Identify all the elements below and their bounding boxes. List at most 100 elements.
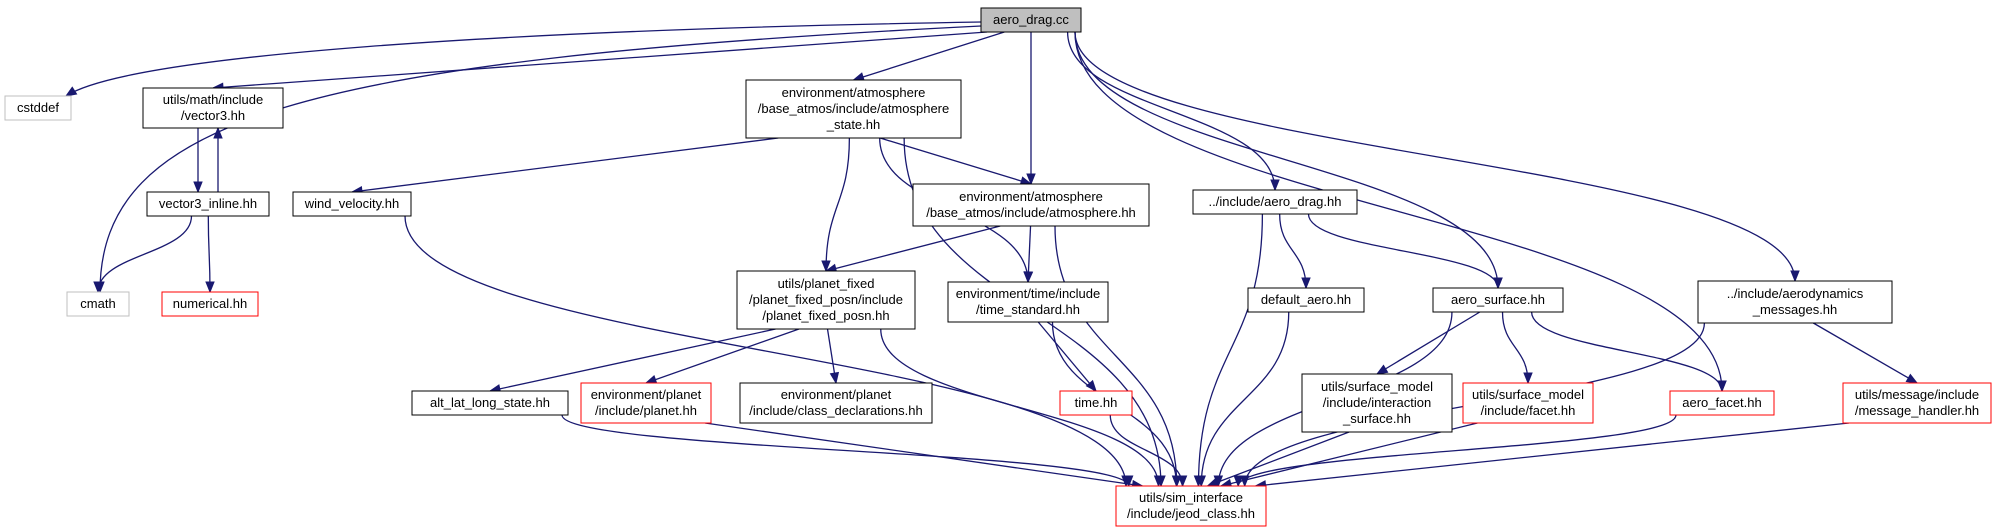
edge-aero_drag_hh-to-jeod_class: [1193, 213, 1264, 488]
edge-planet_fixed_posn-to-class_decl: [826, 328, 840, 385]
node-box: [912, 183, 1150, 227]
node-vector3_inline[interactable]: vector3_inline.hh: [146, 191, 270, 217]
edge-atmos_state-to-wind_velocity: [350, 137, 779, 196]
node-label-line: /include/facet.hh: [1481, 403, 1576, 418]
node-label-line: utils/surface_model: [1472, 387, 1584, 402]
arrow-head-icon: [64, 86, 78, 97]
edge-line: [65, 21, 982, 97]
edge-alt_lat_long-to-jeod_class: [561, 414, 1134, 488]
node-wind_velocity[interactable]: wind_velocity.hh: [292, 191, 412, 217]
edge-interaction_surface-to-jeod_class: [1206, 431, 1350, 487]
node-box: [1192, 189, 1358, 215]
edge-line: [853, 31, 1005, 81]
edge-planet_fixed_posn-to-planet_hh: [644, 328, 800, 384]
node-time_hh[interactable]: time.hh: [1059, 390, 1133, 416]
node-label-line: alt_lat_long_state.hh: [430, 395, 550, 410]
node-label-line: default_aero.hh: [1261, 292, 1351, 307]
edge-line: [561, 414, 1130, 487]
node-atmos_state[interactable]: environment/atmosphere/base_atmos/includ…: [745, 79, 962, 139]
edge-line: [1207, 431, 1350, 487]
node-label-line: vector3_inline.hh: [159, 196, 257, 211]
node-label-line: /planet_fixed_posn/include: [749, 292, 903, 307]
edge-vector3_hh-to-vector3_inline: [193, 128, 203, 194]
edge-line: [825, 225, 1001, 272]
node-box: [1115, 485, 1267, 527]
edge-line: [404, 215, 1127, 487]
edge-default_aero-to-jeod_class: [1196, 311, 1290, 488]
edge-line: [1074, 31, 1499, 289]
node-aero_facet[interactable]: aero_facet.hh: [1669, 390, 1775, 416]
node-box: [1669, 390, 1775, 416]
edge-aero_drag_hh-to-aero_surface: [1307, 213, 1503, 290]
node-aero_drag_hh[interactable]: ../include/aero_drag.hh: [1192, 189, 1358, 215]
node-aero_surface[interactable]: aero_surface.hh: [1432, 287, 1564, 313]
node-box: [292, 191, 412, 217]
edge-line: [99, 25, 982, 293]
node-label-line: /message_handler.hh: [1855, 403, 1979, 418]
node-alt_lat_long[interactable]: alt_lat_long_state.hh: [411, 390, 569, 416]
edge-line: [1501, 311, 1529, 384]
arrow-head-icon: [1523, 372, 1533, 385]
edge-aero_drag_hh-to-default_aero: [1279, 213, 1311, 290]
edge-aero_drag_cc-to-cstddef: [64, 21, 982, 97]
edge-line: [1074, 31, 1723, 392]
edge-aero_surface-to-aero_facet: [1530, 311, 1727, 393]
edge-line: [1197, 213, 1264, 487]
node-vector3_hh[interactable]: utils/math/include/vector3.hh: [142, 87, 284, 129]
node-label-line: time.hh: [1075, 395, 1118, 410]
edge-facet_hh-to-jeod_class: [1219, 422, 1478, 489]
arrow-head-icon: [829, 371, 840, 385]
node-message_handler[interactable]: utils/message/include/message_handler.hh: [1842, 382, 1992, 424]
edge-line: [1054, 225, 1178, 487]
edge-line: [1255, 422, 1850, 487]
arrow-head-icon: [1171, 475, 1182, 488]
edge-aero_drag_cc-to-aero_surface: [1074, 31, 1503, 290]
node-box: [4, 95, 72, 121]
arrow-head-icon: [644, 375, 658, 384]
node-box: [1462, 382, 1594, 424]
node-label-line: aero_surface.hh: [1451, 292, 1545, 307]
node-planet_hh[interactable]: environment/planet/include/planet.hh: [580, 382, 712, 424]
arrow-head-icon: [1375, 364, 1389, 375]
edge-atmos_state-to-atmosphere_hh: [879, 137, 1033, 186]
node-aero_drag_cc[interactable]: aero_drag.cc: [980, 7, 1082, 33]
edge-line: [645, 328, 800, 384]
node-cmath: cmath: [66, 291, 130, 317]
node-atmosphere_hh[interactable]: environment/atmosphere/base_atmos/includ…: [912, 183, 1150, 227]
arrow-head-icon: [1026, 173, 1036, 186]
edge-line: [1200, 311, 1290, 487]
node-facet_hh[interactable]: utils/surface_model/include/facet.hh: [1462, 382, 1594, 424]
node-label-line: cstddef: [17, 100, 59, 115]
node-box: [411, 390, 569, 416]
node-box: [736, 270, 916, 330]
edge-line: [1530, 311, 1723, 392]
arrow-head-icon: [213, 126, 223, 139]
node-box: [1842, 382, 1992, 424]
arrow-head-icon: [193, 181, 203, 194]
node-box: [739, 382, 933, 424]
edge-line: [1109, 414, 1184, 487]
arrow-head-icon: [821, 260, 831, 273]
edge-time_standard-to-time_hh: [1037, 321, 1097, 393]
node-jeod_class[interactable]: utils/sim_interface/include/jeod_class.h…: [1115, 485, 1267, 527]
edge-aero_drag_cc-to-aero_msgs: [1074, 31, 1800, 283]
node-time_standard[interactable]: environment/time/include/time_standard.h…: [947, 281, 1109, 323]
node-label-line: /include/class_declarations.hh: [749, 403, 922, 418]
node-label-line: environment/planet: [591, 387, 702, 402]
node-class_decl[interactable]: environment/planet/include/class_declara…: [739, 382, 933, 424]
node-default_aero[interactable]: default_aero.hh: [1247, 287, 1365, 313]
edge-aero_drag_cc-to-aero_facet: [1074, 31, 1727, 393]
node-planet_fixed_posn[interactable]: utils/planet_fixed/planet_fixed_posn/inc…: [736, 270, 916, 330]
node-label-line: ../include/aerodynamics: [1727, 286, 1864, 301]
edge-line: [1237, 414, 1677, 487]
edge-aero_drag_cc-to-atmosphere_hh: [1026, 32, 1036, 186]
node-aero_msgs[interactable]: ../include/aerodynamics_messages.hh: [1697, 280, 1893, 324]
edge-aero_surface-to-facet_hh: [1501, 311, 1533, 385]
node-numerical[interactable]: numerical.hh: [161, 291, 259, 317]
node-label-line: wind_velocity.hh: [304, 196, 399, 211]
edge-atmosphere_hh-to-time_standard: [1023, 225, 1034, 284]
node-interaction_surface[interactable]: utils/surface_model/include/interaction_…: [1301, 373, 1453, 433]
edge-time_hh-to-jeod_class: [1109, 414, 1188, 488]
